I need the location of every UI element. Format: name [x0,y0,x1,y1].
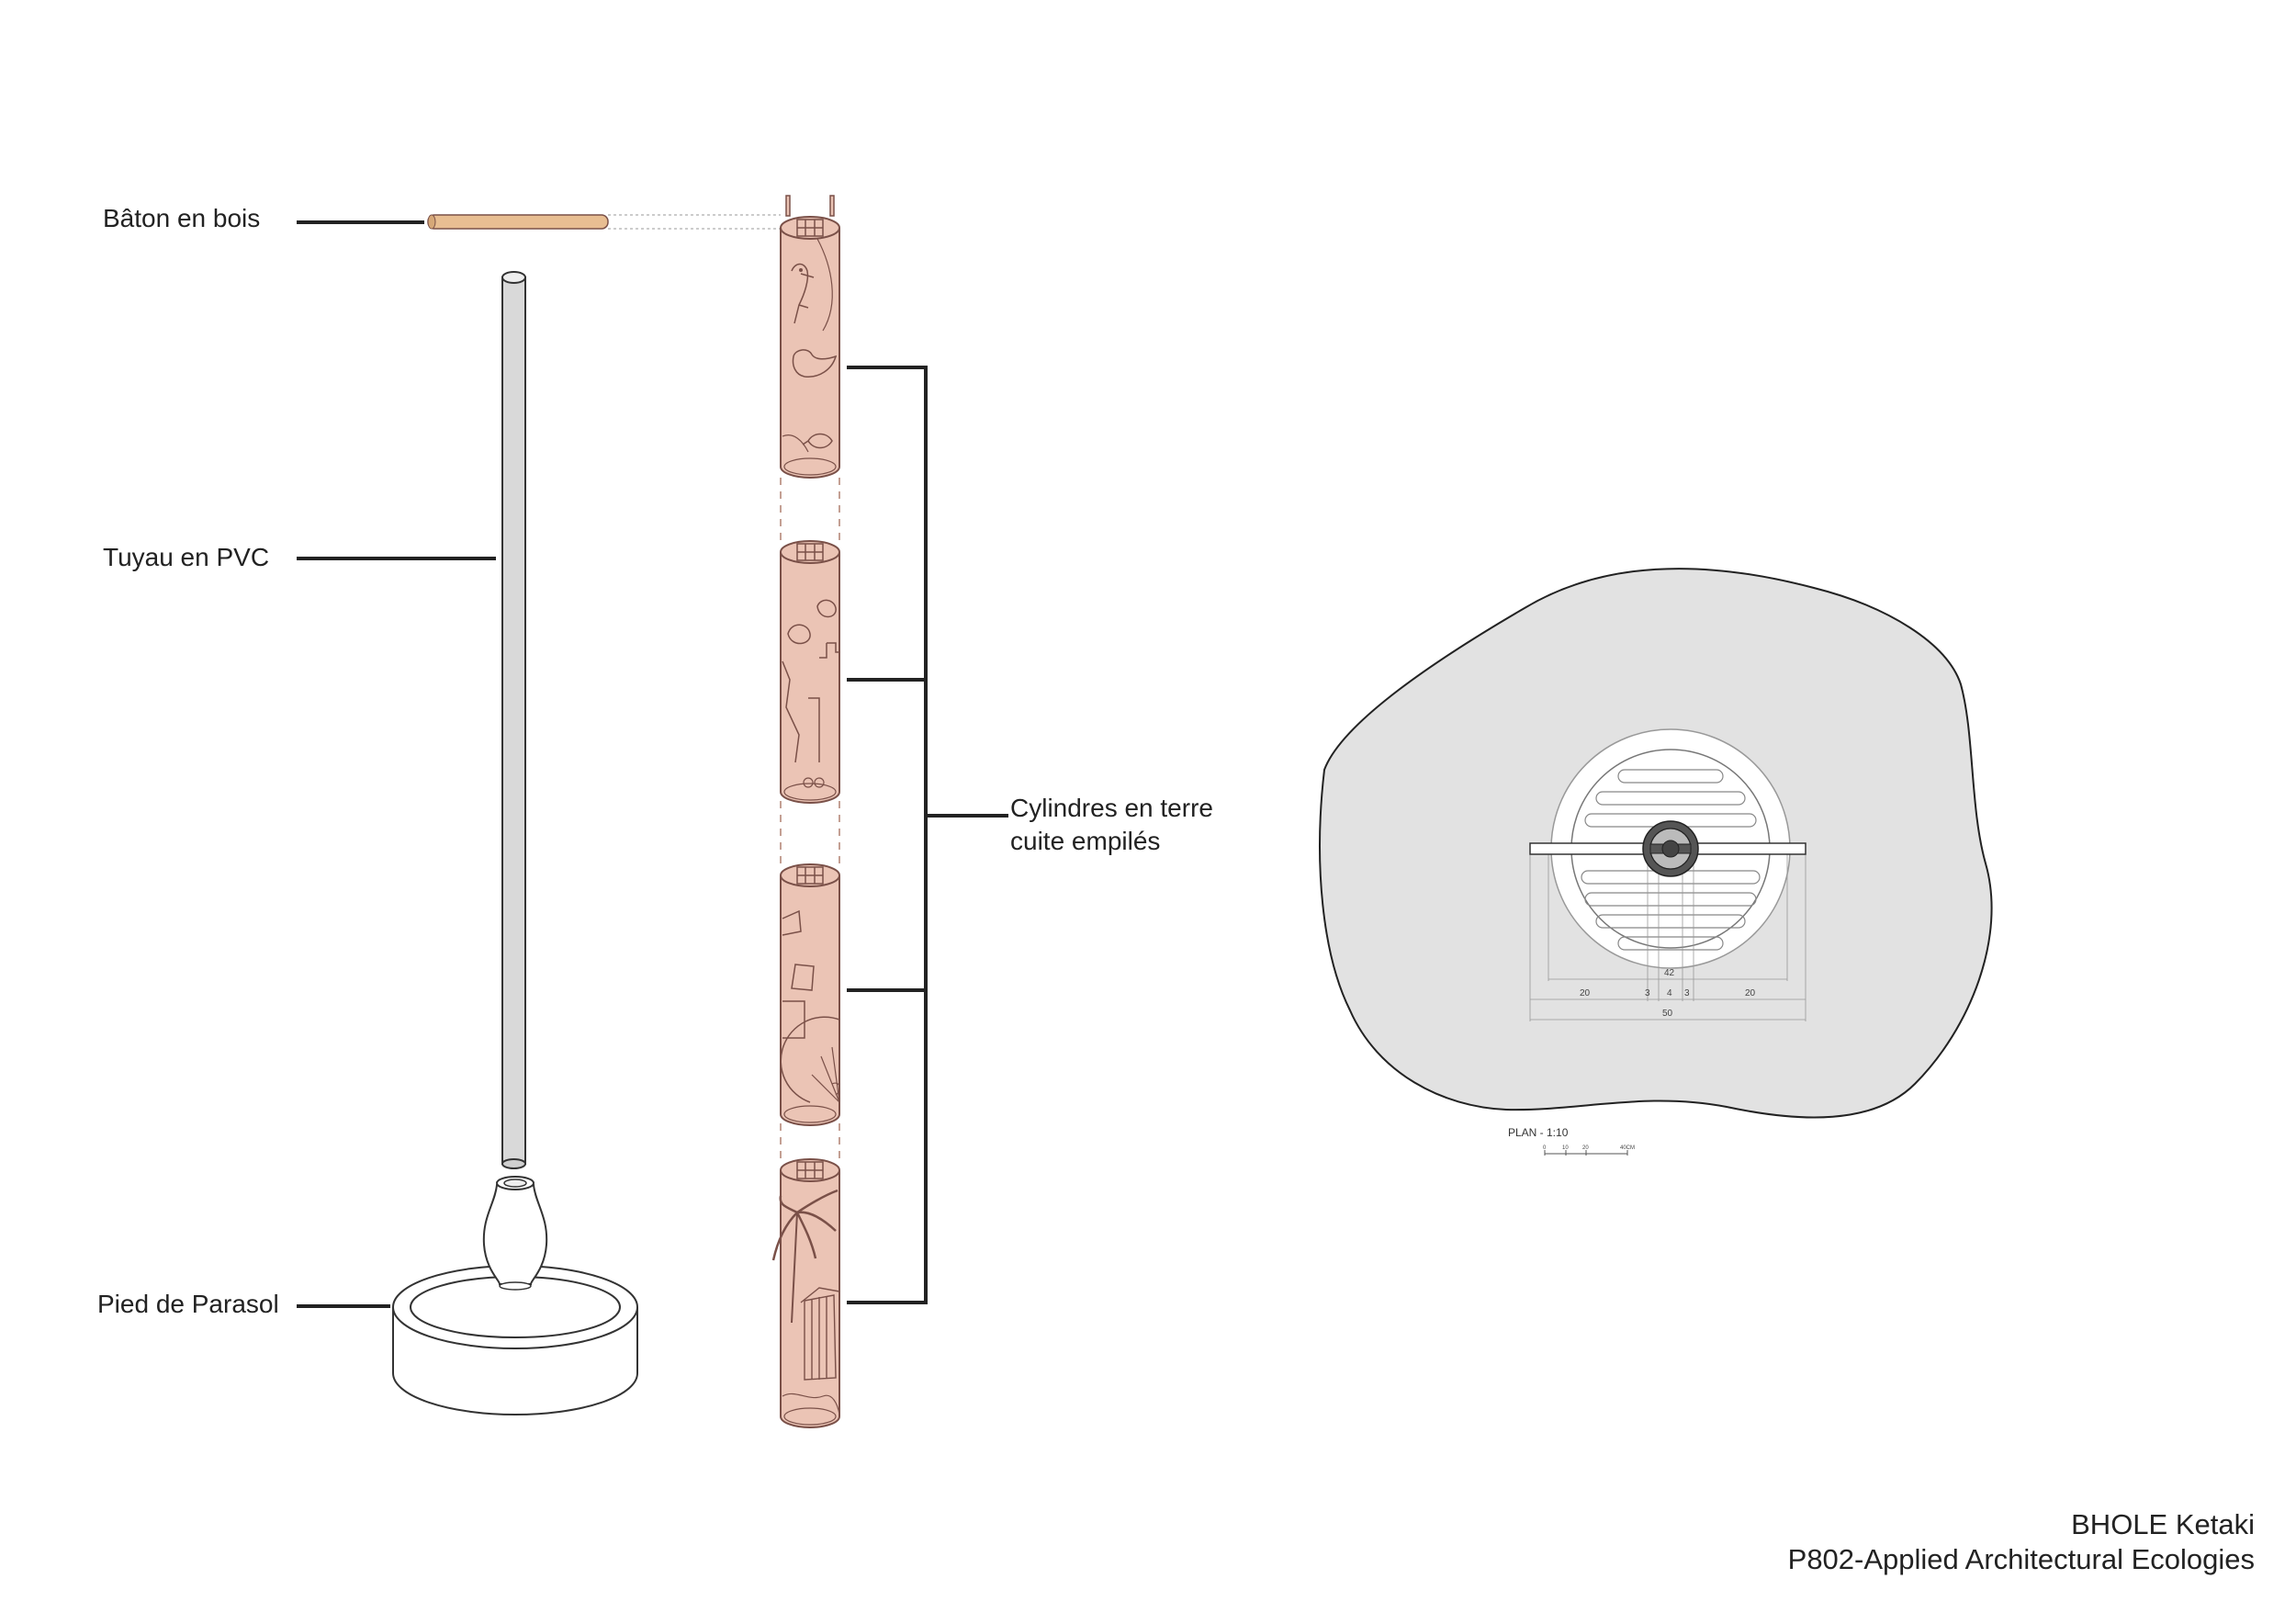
scale-tick-20: 20 [1582,1145,1589,1151]
terracotta-cylinder-1 [780,195,840,479]
terracotta-cylinder-3 [780,863,840,1126]
terracotta-cylinder-2 [780,540,840,804]
label-baton-en-bois: Bâton en bois [103,204,261,232]
dim-4: 4 [1667,988,1672,998]
plan-view: 42 20 3 4 3 20 50 0 10 20 40CM [1319,568,1993,1156]
scale-tick-0: 0 [1543,1145,1547,1151]
label-cylindres-line2: cuite empilés [1010,827,1161,855]
credit-author: BHOLE Ketaki [2071,1508,2255,1540]
label-pied-de-parasol: Pied de Parasol [97,1290,279,1318]
dim-42: 42 [1664,968,1675,978]
dim-3-left: 3 [1645,988,1650,998]
label-cylindres-line1: Cylindres en terre [1010,794,1213,822]
parasol-base [392,1176,638,1415]
credit-course: P802-Applied Architectural Ecologies [1787,1543,2255,1575]
dim-50: 50 [1662,1009,1673,1019]
label-tuyau-en-pvc: Tuyau en PVC [103,543,270,571]
dim-3-right: 3 [1684,988,1690,998]
scale-tick-10: 10 [1562,1145,1569,1151]
pvc-pipe [501,271,526,1169]
dim-20-left: 20 [1580,988,1591,998]
scale-bar: 0 10 20 40CM [1543,1145,1635,1156]
scale-tick-40cm: 40CM [1620,1145,1635,1151]
terracotta-cylinder-4 [771,1158,840,1428]
plan-title: PLAN - 1:10 [1508,1126,1569,1139]
wooden-stick [427,214,781,230]
alignment-guides [780,478,840,1162]
cylinder-bracket [847,366,1008,1304]
dimension-guides [1529,854,1806,1021]
dim-20-right: 20 [1745,988,1756,998]
